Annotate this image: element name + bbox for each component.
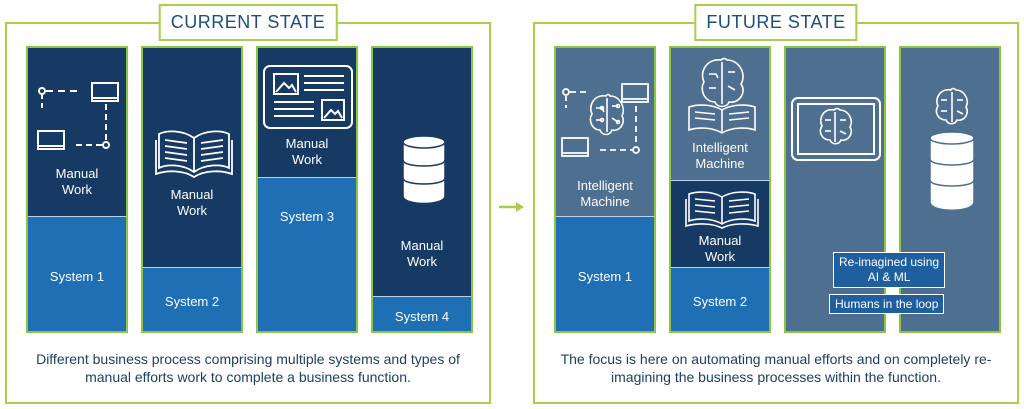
manual-work-block: Manual Work <box>28 48 126 216</box>
flow-diagram-icon <box>561 83 649 157</box>
open-book-icon <box>685 191 759 229</box>
reimagined-block <box>901 48 999 331</box>
system-block: System 1 <box>28 216 126 331</box>
current-state-title: CURRENT STATE <box>158 4 338 41</box>
future-state-panel: FUTURE STATE <box>533 4 1019 404</box>
intelligent-machine-label: Intelligent Machine <box>577 178 633 209</box>
current-column-2: Manual Work System 2 <box>141 46 243 333</box>
system-label: System 4 <box>394 308 450 324</box>
open-book-icon <box>688 104 756 134</box>
system-block: System 2 <box>143 267 241 331</box>
current-column-4: Manual Work System 4 <box>371 46 473 333</box>
manual-work-block: Manual Work <box>373 48 471 296</box>
reimagined-block <box>786 48 884 331</box>
humans-in-loop-label: Humans in the loop <box>829 294 945 314</box>
reimagined-ai-ml-label: Re-imagined using AI & ML <box>833 252 946 288</box>
system-block: System 3 <box>258 177 356 331</box>
manual-work-label: Manual Work <box>170 187 214 218</box>
current-state-panel: CURRENT STATE Manual Work <box>5 4 491 404</box>
future-state-caption: The focus is here on automating manual e… <box>560 351 992 385</box>
arrow-right-icon <box>499 202 524 212</box>
manual-work-block: Manual Work <box>258 48 356 177</box>
intelligent-machine-block: Intelligent Machine <box>556 48 654 216</box>
brain-icon <box>819 107 853 145</box>
system-block: System 4 <box>373 296 471 331</box>
manual-work-label: Manual Work <box>285 136 329 167</box>
brain-icon <box>688 57 756 134</box>
database-icon <box>929 131 975 211</box>
system-label: System 2 <box>164 294 220 309</box>
flow-diagram-icon <box>37 82 119 150</box>
current-state-caption: Different business process comprising mu… <box>36 351 460 385</box>
manual-work-block: Manual Work <box>671 180 769 268</box>
manual-work-block: Manual Work <box>143 48 241 267</box>
future-state-title: FUTURE STATE <box>694 4 858 41</box>
future-column-3 <box>784 46 886 333</box>
tablet-document-icon <box>791 97 881 161</box>
current-column-3: Manual Work System 3 <box>256 46 358 333</box>
brain-icon <box>589 93 625 136</box>
database-icon <box>402 135 446 204</box>
system-label: System 3 <box>279 209 335 224</box>
future-column-2: Intelligent Machine Manual Work System 2 <box>669 46 771 333</box>
system-label: System 2 <box>692 294 748 309</box>
future-column-4 <box>899 46 1001 333</box>
intelligent-machine-block: Intelligent Machine <box>671 48 769 180</box>
manual-work-label: Manual Work <box>698 233 742 264</box>
tablet-document-icon <box>263 65 353 129</box>
current-column-1: Manual Work System 1 <box>26 46 128 333</box>
brain-icon <box>929 87 975 211</box>
intelligent-machine-label: Intelligent Machine <box>692 140 748 171</box>
open-book-icon <box>155 130 233 179</box>
manual-work-label: Manual Work <box>55 166 99 197</box>
system-label: System 1 <box>49 268 105 284</box>
manual-work-label: Manual Work <box>400 238 444 269</box>
system-block: System 2 <box>671 267 769 331</box>
future-column-1: Intelligent Machine System 1 <box>554 46 656 333</box>
system-label: System 1 <box>577 268 633 284</box>
system-block: System 1 <box>556 216 654 331</box>
